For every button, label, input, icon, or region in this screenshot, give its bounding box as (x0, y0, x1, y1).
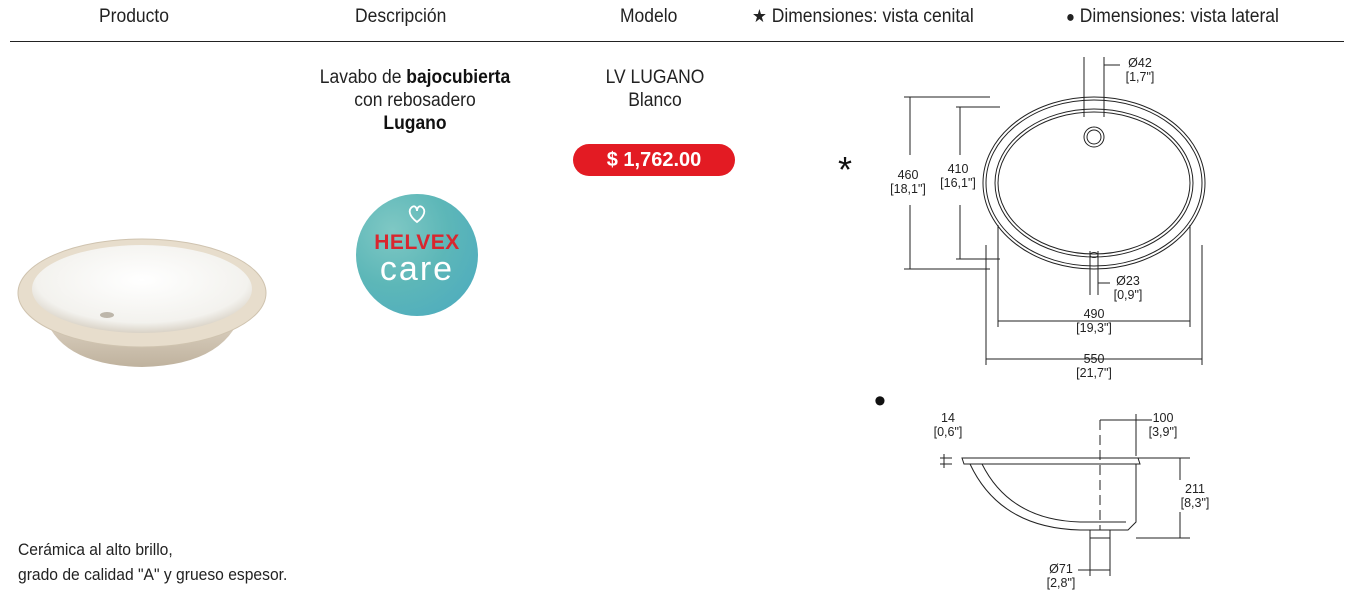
price-badge: $ 1,762.00 (573, 144, 735, 176)
header-top-view: ★ Dimensiones: vista cenital (752, 6, 974, 28)
dot-icon: ● (1066, 9, 1075, 26)
offset-dim-inches: [3,9"] (1148, 425, 1178, 439)
side-drain-dim-value: Ø71 (1049, 562, 1073, 576)
width-inner-dim: 490 [19,3"] (1064, 307, 1124, 335)
drain-dim-top: Ø42 [1,7"] (1118, 56, 1162, 84)
header-description: Descripción (355, 6, 447, 27)
description-type: bajocubierta (406, 67, 511, 88)
height-inner-value: 410 (947, 162, 969, 176)
rim-dim-inches: [0,6"] (933, 425, 963, 439)
product-description: Lavabo de bajocubierta con rebosadero Lu… (300, 66, 530, 135)
header-side-view: ● Dimensiones: vista lateral (1066, 6, 1279, 28)
side-view-marker: • (874, 382, 886, 420)
height-outer-value: 460 (897, 168, 919, 182)
model-color: Blanco (628, 90, 682, 111)
logo-word: care (379, 250, 455, 288)
leaf-heart-icon (408, 205, 426, 224)
width-inner-value: 490 (1083, 307, 1105, 321)
height-inner-inches: [16,1"] (940, 176, 976, 190)
side-drain-dim-inches: [2,8"] (1046, 576, 1076, 590)
overflow-dim-inches: [0,9"] (1113, 288, 1143, 302)
top-view-drawing (904, 57, 1206, 365)
width-outer-dim: 550 [21,7"] (1064, 352, 1124, 380)
depth-dim-inches: [8,3"] (1180, 496, 1210, 510)
top-view-marker: * (838, 149, 853, 190)
description-prefix: Lavabo de (319, 67, 407, 88)
overflow-dim-value: Ø23 (1116, 274, 1140, 288)
rim-dim: 14 [0,6"] (925, 411, 971, 439)
product-image (17, 238, 267, 367)
offset-dim: 100 [3,9"] (1140, 411, 1186, 439)
offset-dim-value: 100 (1152, 411, 1174, 425)
header-product: Producto (99, 6, 169, 27)
overflow-dim: Ø23 [0,9"] (1106, 274, 1150, 302)
height-outer-inches: [18,1"] (890, 182, 926, 196)
header-divider (10, 41, 1344, 42)
rim-dim-value: 14 (941, 411, 955, 425)
material-note: Cerámica al alto brillo, grado de calida… (18, 537, 287, 587)
width-outer-inches: [21,7"] (1076, 366, 1112, 380)
width-inner-inches: [19,3"] (1076, 321, 1112, 335)
header-model: Modelo (620, 6, 678, 27)
description-feature: con rebosadero (354, 90, 476, 111)
header-top-view-label: Dimensiones: vista cenital (771, 6, 974, 27)
drain-dim-value: Ø42 (1128, 56, 1152, 70)
material-note-line1: Cerámica al alto brillo, (18, 540, 173, 559)
model-code: LV LUGANO (605, 67, 705, 88)
drain-dim-inches: [1,7"] (1125, 70, 1155, 84)
depth-dim: 211 [8,3"] (1172, 482, 1218, 510)
height-inner-dim: 410 [16,1"] (930, 162, 986, 190)
header-side-view-label: Dimensiones: vista lateral (1079, 6, 1279, 27)
height-outer-dim: 460 [18,1"] (880, 168, 936, 196)
drain-dim-side: Ø71 [2,8"] (1038, 562, 1084, 590)
side-view-drawing (940, 414, 1190, 576)
model-block: LV LUGANO Blanco (581, 66, 728, 112)
material-note-line2: grado de calidad "A" y grueso espesor. (18, 565, 288, 584)
depth-dim-value: 211 (1185, 482, 1205, 496)
star-icon: ★ (752, 6, 767, 26)
logo-brand: HELVEX (374, 231, 460, 254)
description-name: Lugano (383, 113, 447, 134)
helvex-care-logo: HELVEX care (356, 194, 478, 316)
width-outer-value: 550 (1083, 352, 1105, 366)
